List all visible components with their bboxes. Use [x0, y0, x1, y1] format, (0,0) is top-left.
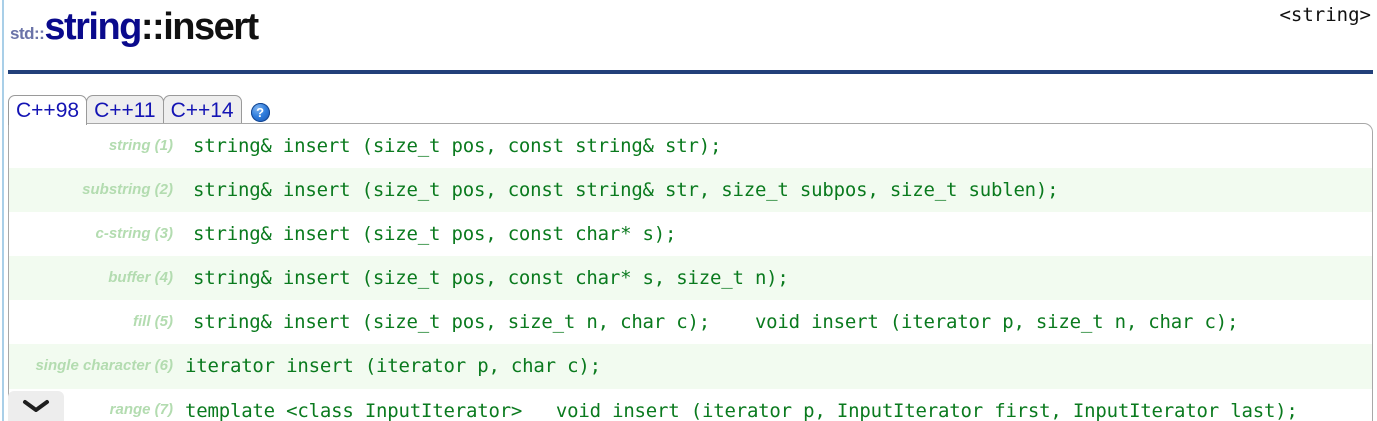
left-accent-rule: [2, 0, 4, 421]
page-title: std::string::insert: [10, 6, 259, 48]
prototype-signature: string& insert (size_t pos, const string…: [193, 135, 722, 157]
table-row: range (7) template <class InputIterator>…: [9, 389, 1372, 421]
prototype-label: string (1): [108, 136, 173, 154]
title-class: string: [44, 6, 142, 48]
include-header-name: <string>: [1279, 4, 1371, 26]
prototype-label: substring (2): [9, 168, 183, 213]
prototype-table: string (1) string& insert (size_t pos, c…: [9, 124, 1372, 421]
tab-cpp98[interactable]: C++98: [8, 95, 88, 125]
table-row: buffer (4) string& insert (size_t pos, c…: [9, 256, 1372, 301]
prototype-signature: string& insert (size_t pos, const string…: [183, 168, 1372, 213]
title-member: ::insert: [140, 6, 259, 48]
chevron-down-icon: [22, 398, 50, 414]
table-row: string (1) string& insert (size_t pos, c…: [9, 124, 1372, 168]
expand-toggle-button[interactable]: [8, 391, 64, 421]
prototype-label: c-string (3): [95, 224, 173, 242]
standard-version-tabs: C++98 C++11 C++14 ?: [8, 93, 1373, 125]
title-divider: [8, 70, 1373, 74]
table-row: c-string (3) string& insert (size_t pos,…: [9, 212, 1372, 256]
prototype-label: single character (6): [9, 344, 183, 389]
prototype-signature: template <class InputIterator> void inse…: [185, 399, 1298, 421]
table-row: substring (2) string& insert (size_t pos…: [9, 168, 1372, 213]
prototype-signature: iterator insert (iterator p, char c);: [183, 344, 1372, 389]
prototype-label: buffer (4): [9, 256, 183, 301]
prototype-signature: string& insert (size_t pos, size_t n, ch…: [193, 311, 1239, 334]
tab-cpp11[interactable]: C++11: [86, 95, 164, 125]
page-header: <string> std::string::insert: [0, 0, 1377, 74]
tab-cpp14[interactable]: C++14: [162, 95, 242, 125]
prototype-label: range (7): [109, 401, 173, 419]
prototype-signature: string& insert (size_t pos, const char* …: [183, 256, 1372, 301]
prototype-panel: string (1) string& insert (size_t pos, c…: [8, 123, 1373, 421]
prototype-signature: string& insert (size_t pos, const char* …: [193, 223, 677, 246]
table-row: fill (5) string& insert (size_t pos, siz…: [9, 300, 1372, 344]
help-question-icon[interactable]: ?: [250, 103, 270, 122]
prototype-label: fill (5): [133, 313, 173, 331]
table-row: single character (6) iterator insert (it…: [9, 344, 1372, 389]
title-namespace: std::: [10, 24, 45, 43]
